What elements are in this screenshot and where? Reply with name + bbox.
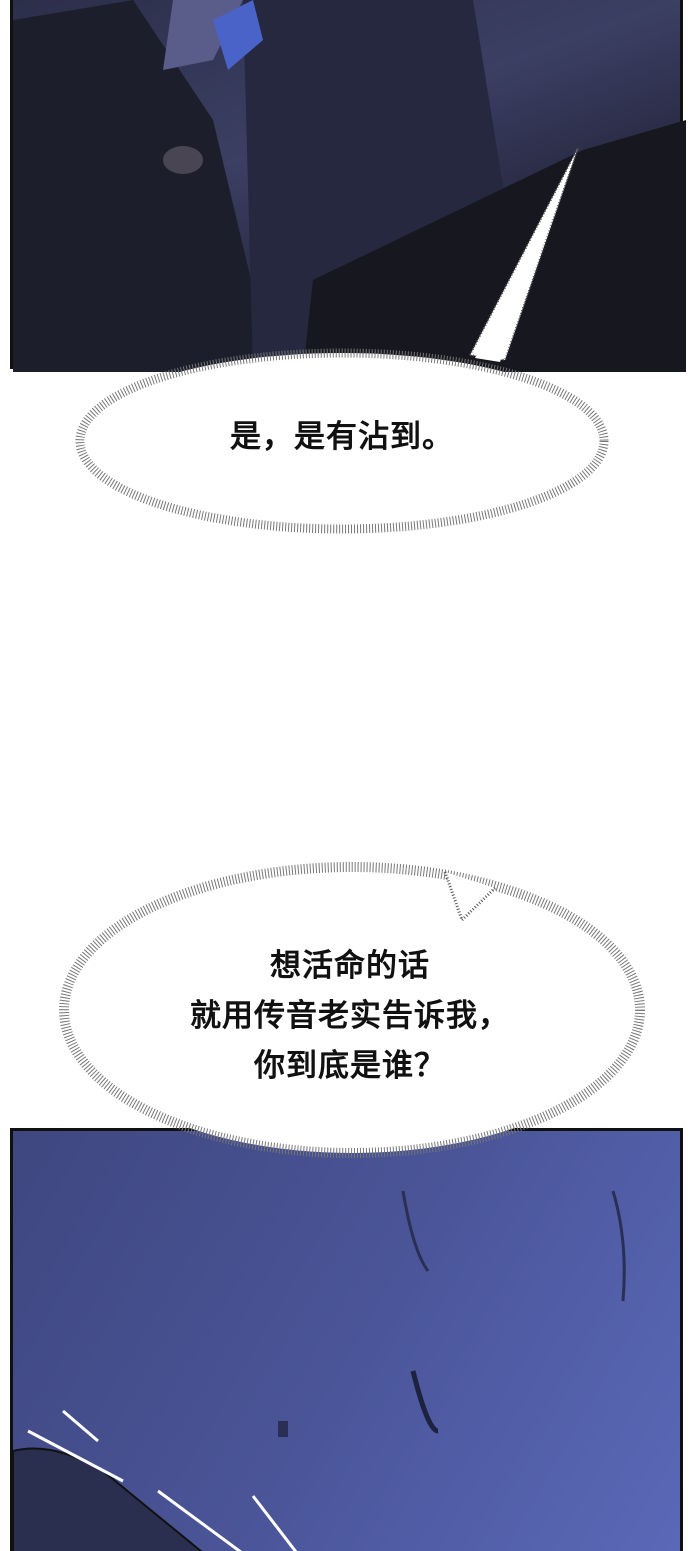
bottom-panel-artwork [13, 1190, 626, 1551]
speech-bubble-2 [59, 862, 645, 1158]
speech-bubble-1 [75, 147, 609, 534]
bubble-line: 就用传音老实告诉我， [190, 998, 510, 1034]
speech-bubble-1-text: 是，是有沾到。 [100, 412, 584, 462]
top-panel-artwork [13, 0, 686, 372]
top-panel-dark-scene [10, 0, 686, 372]
bottom-panel-blue-wall [10, 1128, 683, 1551]
bubble-line: 想活命的话 [270, 948, 430, 984]
bubble-line: 你到底是谁？ [254, 1048, 446, 1084]
bubble-line: 是，是有沾到。 [230, 419, 454, 455]
speech-bubble-2-text: 想活命的话 就用传音老实告诉我， 你到底是谁？ [80, 941, 620, 1091]
